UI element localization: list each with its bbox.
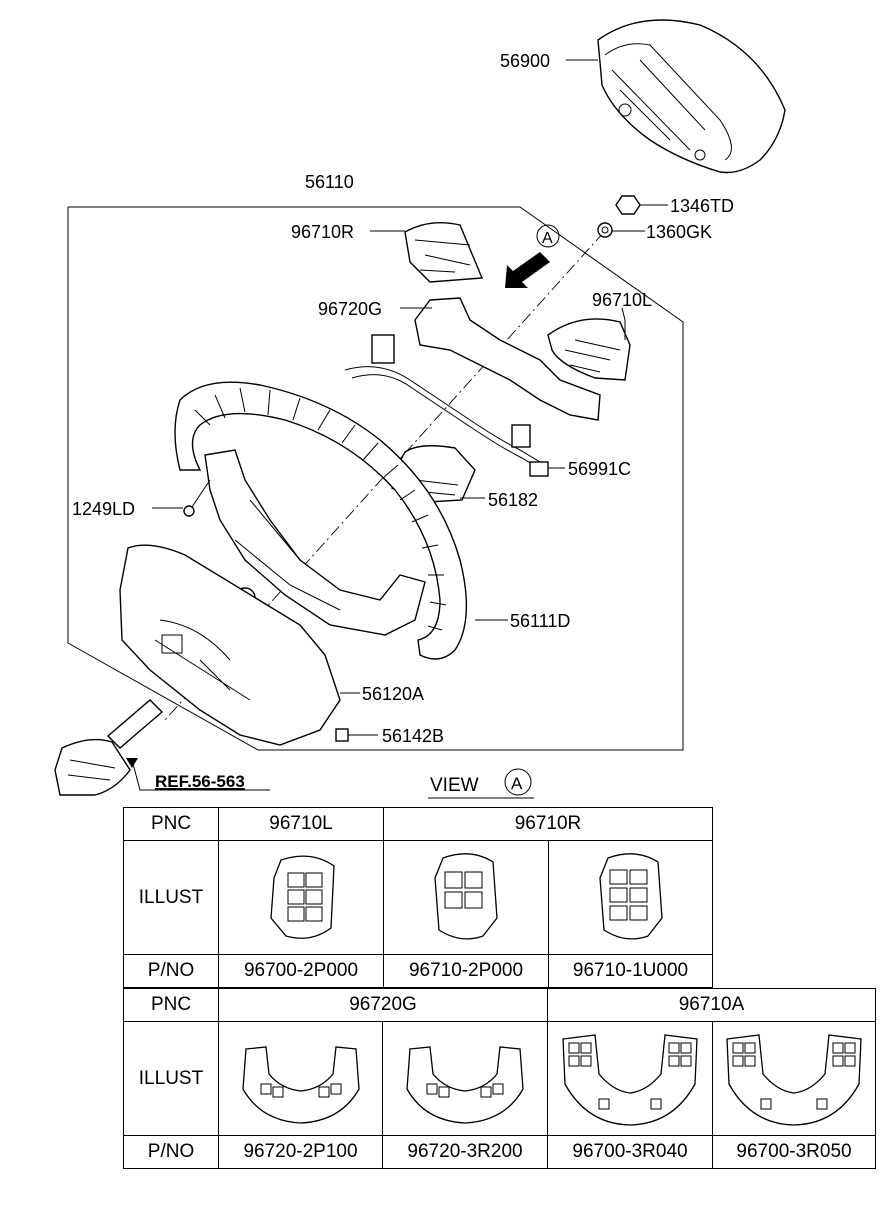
illust-label: ILLUST [123,840,219,955]
illust-96700-3r040 [547,1021,713,1136]
label-56120a: 56120A [362,684,424,704]
label-56111d: 56111D [510,611,570,631]
pno-96700-2p000: 96700-2P000 [218,954,384,988]
illust-96710-1u000 [548,840,713,955]
switch-right-alt-icon [598,852,663,940]
pno-96710-2p000: 96710-2P000 [383,954,549,988]
pno-96700-3r050: 96700-3R050 [712,1135,876,1169]
illust-label-2: ILLUST [123,1021,219,1136]
parts-table-1: PNC 96710L 96710R ILLUST [123,807,713,988]
steering-wheel [174,381,468,660]
pnc-label-2: PNC [123,988,219,1022]
cap-56142b [335,728,349,742]
pno-label: P/NO [123,954,219,988]
label-56182: 56182 [488,490,538,510]
label-1360gk: 1360GK [646,222,712,242]
illust-96720-2p100 [218,1021,383,1136]
bracket-harness [344,297,601,477]
pnc-96710a: 96710A [547,988,876,1022]
pno-96720-3r200: 96720-3R200 [382,1135,548,1169]
label-96720g: 96720G [318,299,382,319]
callout-a-circle [536,224,560,248]
switch-left-icon [270,855,335,939]
label-56142b: 56142B [382,726,444,746]
pno-96720-2p100: 96720-2P100 [218,1135,383,1169]
illust-96700-3r050 [712,1021,876,1136]
label-1346td: 1346TD [670,196,734,216]
switch-96710r [404,222,484,283]
lower-cover [119,544,341,746]
label-1249ld: 1249LD [72,499,135,519]
illust-96700-2p000 [218,840,384,955]
steering-column [54,699,164,796]
pnc-label: PNC [123,807,219,841]
illust-96720-3r200 [382,1021,548,1136]
assembly-frame [67,206,684,751]
switch-right-icon [434,852,498,940]
full-switch-assy-icon [562,1033,698,1126]
bracket-switch-icon [241,1045,360,1124]
switch-96710l [547,318,631,381]
label-56991c: 56991C [568,459,631,479]
parts-table-2: PNC 96720G 96710A ILLUST [123,988,876,1169]
nut-1346td [615,195,641,215]
pnc-96710l: 96710L [218,807,384,841]
airbag-module [597,19,786,174]
view-marker-circle [504,768,532,796]
pno-96710-1u000: 96710-1U000 [548,954,713,988]
washer-1360gk [597,222,613,238]
callout-a: A [542,230,553,247]
pno-96700-3r040: 96700-3R040 [547,1135,713,1169]
bracket-switch-alt-icon [406,1045,524,1124]
bolt-1249ld [183,479,211,517]
label-56900: 56900 [500,51,550,71]
label-96710l: 96710L [592,290,652,310]
pnc-96710r: 96710R [383,807,713,841]
ref-label: REF.56-563 [155,772,245,791]
label-56110: 56110 [305,172,354,192]
pno-label-2: P/NO [123,1135,219,1169]
view-marker: A [511,774,523,793]
full-switch-assy-alt-icon [726,1033,862,1126]
view-text: VIEW [430,775,479,796]
label-96710r: 96710R [291,222,354,242]
pnc-96720g: 96720G [218,988,548,1022]
illust-96710-2p000 [383,840,549,955]
view-arrow [505,252,550,288]
